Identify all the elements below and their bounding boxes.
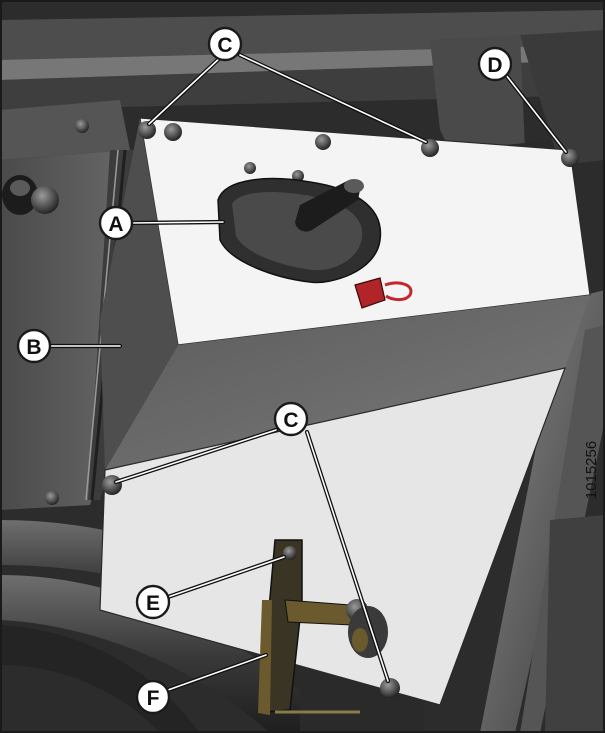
cover-left-face (100, 118, 178, 470)
right-support-tubes (480, 290, 605, 733)
knob-cluster (2, 175, 59, 215)
callout-c-top: C (207, 26, 243, 62)
callout-c-bottom: C (273, 401, 309, 437)
callout-e-label: E (146, 592, 160, 615)
callout-b-label: B (26, 336, 41, 359)
callout-f-label: F (147, 687, 160, 710)
red-handle (354, 277, 413, 309)
callout-c-top-label: C (217, 34, 232, 57)
callout-a: A (98, 205, 134, 241)
callout-b: B (16, 328, 52, 364)
callout-e: E (135, 584, 171, 620)
mounting-bracket (258, 539, 388, 715)
callout-c-bottom-label: C (283, 409, 298, 432)
callout-a-label: A (108, 213, 123, 236)
callout-f: F (135, 679, 171, 715)
cover-bottom-face (99, 367, 566, 706)
joystick (217, 177, 382, 284)
callout-d: D (477, 46, 513, 82)
leader-lines (45, 52, 569, 693)
part-number: 1015256 (583, 441, 600, 499)
cover-front-face (105, 295, 590, 470)
callout-d-label: D (487, 54, 502, 77)
